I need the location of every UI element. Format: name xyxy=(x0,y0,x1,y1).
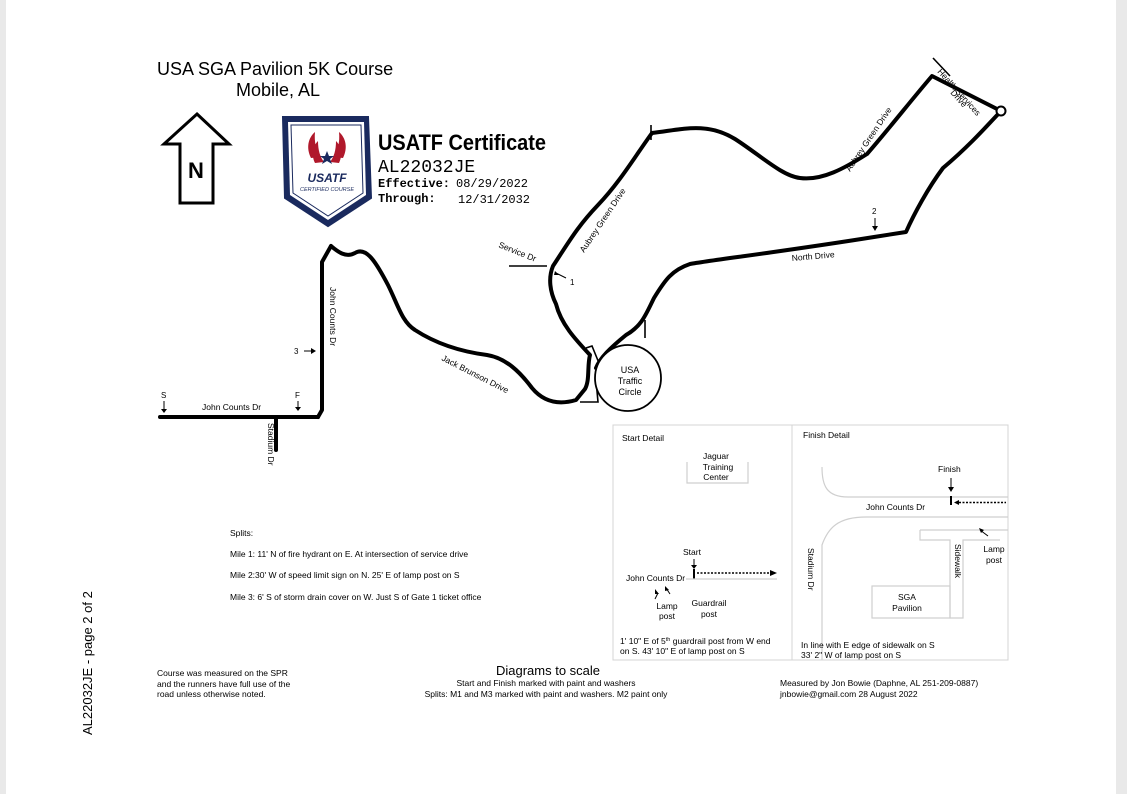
mile-1-label: 1 xyxy=(570,278,575,287)
north-drive-label: North Drive xyxy=(791,249,835,263)
certificate-heading: USATF Certificate xyxy=(378,130,546,155)
effective-label: Effective: xyxy=(378,177,450,191)
traffic-circle-label-2: Traffic xyxy=(618,376,643,386)
start-detail-note-1: 1' 10" E of 5th guardrail post from W en… xyxy=(620,636,771,646)
route-aubrey-green-upper xyxy=(650,74,1003,181)
jaguar-label-2: Training xyxy=(703,462,734,472)
mile-2-label: 2 xyxy=(872,207,877,216)
start-detail-start: Start xyxy=(683,547,702,557)
split-mile-3: Mile 3: 6' S of storm drain cover on W. … xyxy=(230,592,482,602)
finish-detail-road: John Counts Dr xyxy=(866,502,925,512)
direction-arrow-icon xyxy=(770,570,777,576)
mile-3-label: 3 xyxy=(294,347,299,356)
map-title: USA SGA Pavilion 5K Course xyxy=(157,59,393,79)
traffic-circle-label-3: Circle xyxy=(618,387,641,397)
start-detail-road: John Counts Dr xyxy=(626,573,685,583)
route-john-counts-north xyxy=(316,244,333,419)
traffic-circle: USA Traffic Circle xyxy=(594,344,662,412)
certificate-id: AL22032JE xyxy=(378,158,475,178)
measured-note-3: road unless otherwise noted. xyxy=(157,689,266,699)
measurer-line-1: Measured by Jon Bowie (Daphne, AL 251-20… xyxy=(780,678,978,688)
finish-detail-panel: Finish Detail Finish John Counts Dr Stad… xyxy=(791,424,1009,661)
start-detail-panel: Start Detail Jaguar Training Center Star… xyxy=(612,424,793,661)
sga-label-1: SGA xyxy=(898,592,916,602)
jaguar-label-3: Center xyxy=(703,472,729,482)
split-mile-2: Mile 2:30' W of speed limit sign on N. 2… xyxy=(230,570,460,580)
measured-note-1: Course was measured on the SPR xyxy=(157,668,288,678)
lamp-post-label-2: post xyxy=(659,611,676,621)
finish-stadium-label: Stadium Dr xyxy=(806,548,816,591)
effective-date: 08/29/2022 xyxy=(456,177,528,191)
map-subtitle: Mobile, AL xyxy=(236,80,320,100)
split-mile-1: Mile 1: 11' N of fire hydrant on E. At i… xyxy=(230,549,468,559)
splits-heading: Splits: xyxy=(230,528,253,538)
route-health-services xyxy=(594,109,1003,370)
through-date: 12/31/2032 xyxy=(458,193,530,207)
measurer-line-2: jnbowie@gmail.com 28 August 2022 xyxy=(779,689,918,699)
finish-direction-arrow-icon xyxy=(954,500,959,505)
finish-arrow-icon xyxy=(948,487,954,492)
guardrail-post-label-1: Guardrail xyxy=(692,598,727,608)
start-arrow-icon xyxy=(691,565,697,569)
course-route xyxy=(158,74,1003,452)
north-arrow-icon: N xyxy=(160,111,233,205)
start-detail-title: Start Detail xyxy=(622,433,664,443)
start-detail-note-2: on S. 43' 10" E of lamp post on S xyxy=(620,646,745,656)
finish-detail-note-2: 33' 2" W of lamp post on S xyxy=(801,650,901,660)
finish-marker-label: F xyxy=(295,391,300,400)
paint-note-2: Splits: M1 and M3 marked with paint and … xyxy=(425,689,669,699)
finish-lamp-label-1: Lamp xyxy=(983,544,1005,554)
north-letter: N xyxy=(188,158,204,183)
sga-label-2: Pavilion xyxy=(892,603,922,613)
finish-lamp-arrow-icon xyxy=(979,528,984,533)
stadium-dr-label: Stadium Dr xyxy=(266,423,276,466)
health-services-turnaround-icon xyxy=(995,105,1007,117)
finish-label: Finish xyxy=(938,464,961,474)
john-counts-vertical-label: John Counts Dr xyxy=(328,287,338,346)
route-jack-brunson xyxy=(329,131,654,405)
page-side-label: AL22032JE - page 2 of 2 xyxy=(80,591,95,735)
start-marker-label: S xyxy=(161,391,166,400)
traffic-circle-label-1: USA xyxy=(621,365,640,375)
usatf-badge-icon: USATF CERTIFIED COURSE xyxy=(281,116,373,228)
jaguar-label-1: Jaguar xyxy=(703,451,729,461)
badge-sub: CERTIFIED COURSE xyxy=(300,187,354,193)
sidewalk-label: Sidewalk xyxy=(953,544,963,579)
john-counts-horizontal-label: John Counts Dr xyxy=(202,402,261,412)
finish-lamp-label-2: post xyxy=(986,555,1003,565)
measured-note-2: and the runners have full use of the xyxy=(157,679,291,689)
guardrail-post-label-2: post xyxy=(701,609,718,619)
scale-note: Diagrams to scale xyxy=(496,663,600,678)
badge-brand: USATF xyxy=(307,171,347,185)
finish-detail-title: Finish Detail xyxy=(803,430,850,440)
lamp-arrow-icon xyxy=(655,589,659,594)
lamp-post-label-1: Lamp xyxy=(656,601,678,611)
paint-note-1: Start and Finish marked with paint and w… xyxy=(456,678,635,688)
guardrail-arrow-icon xyxy=(665,586,669,591)
finish-detail-note-1: In line with E edge of sidewalk on S xyxy=(801,640,935,650)
through-label: Through: xyxy=(378,192,436,206)
